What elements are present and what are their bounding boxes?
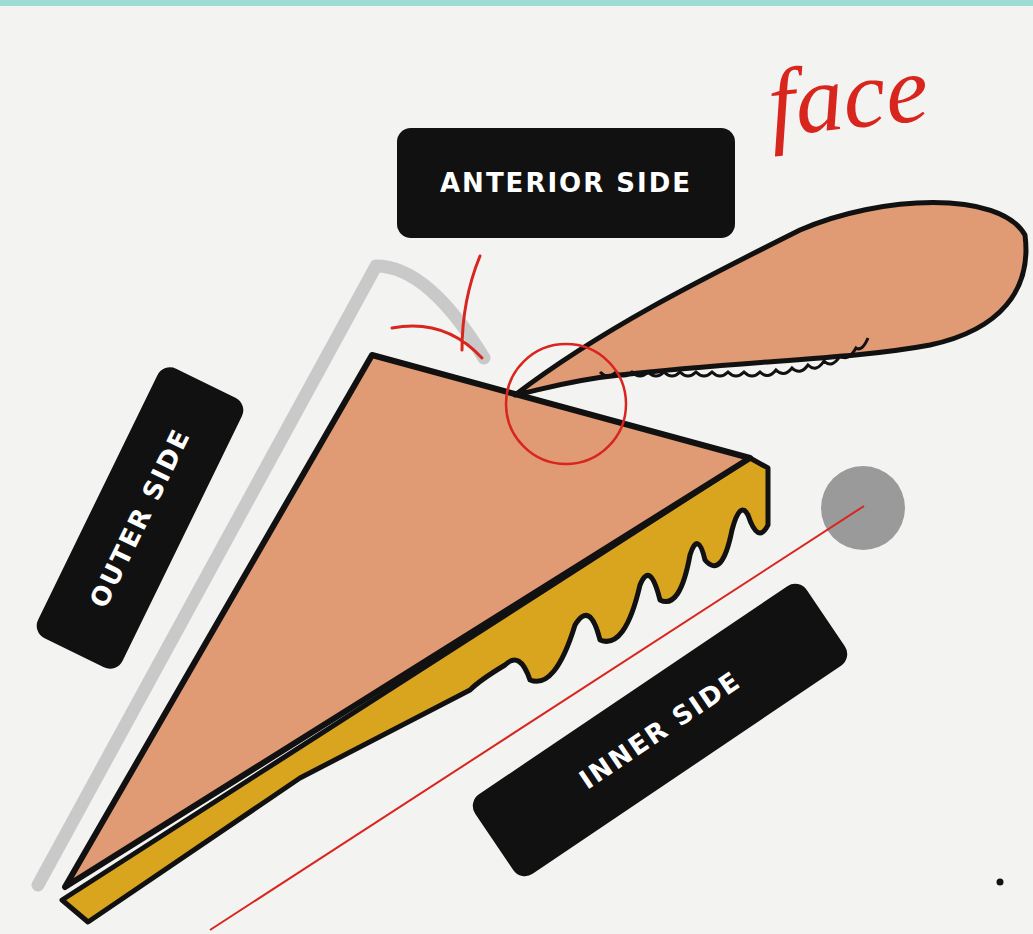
tear-edge [600, 338, 868, 376]
red-line [210, 506, 864, 930]
label-box: INNER SIDE [467, 578, 852, 881]
highlight-circle [506, 344, 626, 464]
slab-top [65, 355, 750, 887]
side-label: OUTER SIDE [84, 424, 197, 613]
side-label: ANTERIOR SIDE [440, 168, 692, 198]
side-label: INNER SIDE [574, 665, 746, 795]
label-box: ANTERIOR SIDE [397, 128, 735, 238]
handwritten-note: face [763, 40, 932, 152]
grey-dot [821, 466, 905, 550]
red-mark [392, 256, 482, 358]
top-bar [0, 0, 1033, 6]
ink-dot [997, 879, 1004, 886]
label-box: OUTER SIDE [32, 363, 248, 674]
